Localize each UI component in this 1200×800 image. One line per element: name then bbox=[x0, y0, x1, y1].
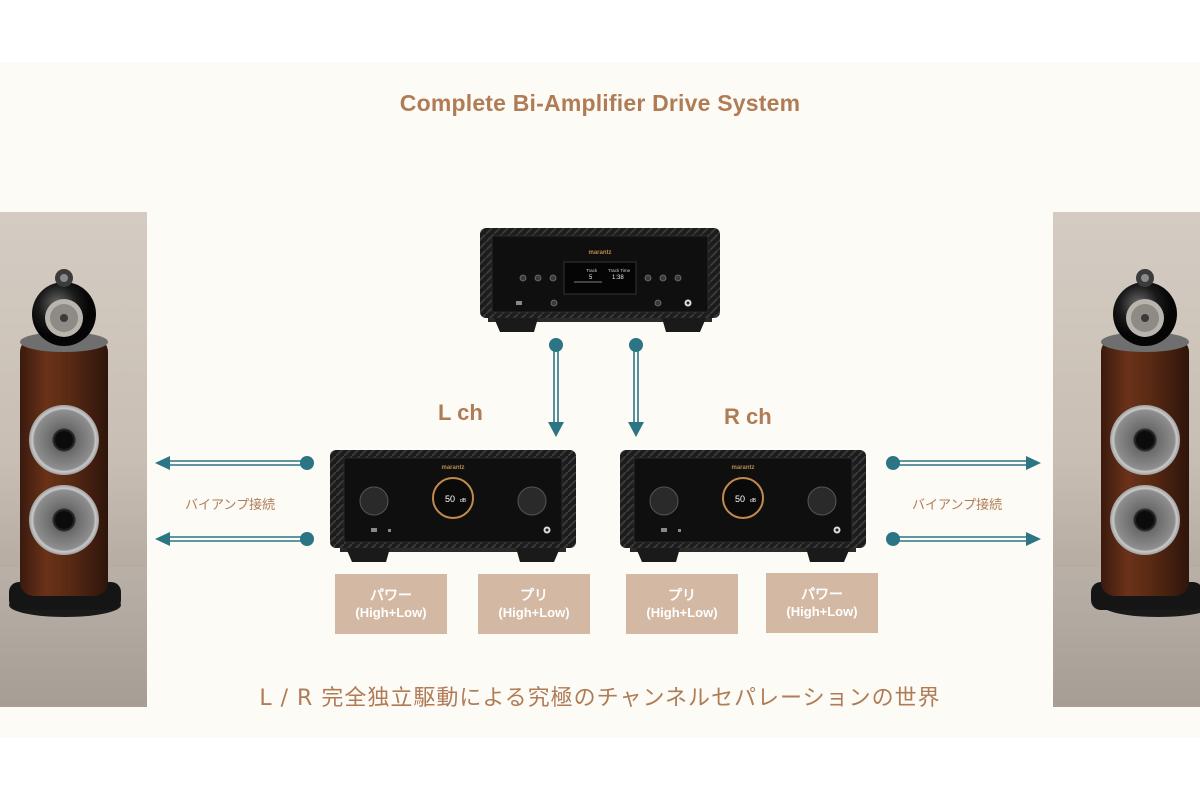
speaker-icon bbox=[1091, 269, 1200, 617]
mode-box-right-power: パワー (High+Low) bbox=[766, 573, 878, 633]
brand-logo: marantz bbox=[588, 250, 611, 256]
diagram-caption: L / R 完全独立駆動による究極のチャンネルセパレーションの世界 bbox=[259, 686, 941, 711]
volume-unit: dB bbox=[750, 498, 757, 504]
volume-unit: dB bbox=[460, 498, 467, 504]
speaker-icon bbox=[9, 269, 121, 617]
left-speaker-image bbox=[0, 212, 147, 707]
mode-box-title: プリ bbox=[668, 587, 696, 603]
right-channel-label: R ch bbox=[724, 404, 772, 429]
mode-box-subtitle: (High+Low) bbox=[498, 605, 570, 620]
mode-box-left-power: パワー (High+Low) bbox=[335, 574, 447, 634]
left-amplifier: marantz 50 dB bbox=[328, 448, 578, 566]
brand-logo: marantz bbox=[731, 465, 754, 471]
mode-box-subtitle: (High+Low) bbox=[355, 605, 427, 620]
display-time-value: 1:38 bbox=[612, 275, 624, 281]
right-speaker-image bbox=[1053, 212, 1200, 707]
volume-value: 50 bbox=[445, 494, 455, 504]
mode-box-title: パワー bbox=[801, 586, 843, 602]
diagram-title: Complete Bi-Amplifier Drive System bbox=[399, 90, 801, 116]
left-channel-label: L ch bbox=[438, 400, 483, 425]
right-biamp-label: バイアンプ接続 bbox=[912, 498, 1003, 513]
display-track-value: 5 bbox=[589, 275, 593, 281]
mode-box-title: プリ bbox=[520, 587, 548, 603]
right-amplifier: marantz 50 dB bbox=[618, 448, 868, 566]
brand-logo: marantz bbox=[441, 465, 464, 471]
mode-box-right-pre: プリ (High+Low) bbox=[626, 574, 738, 634]
left-biamp-label: バイアンプ接続 bbox=[185, 498, 276, 513]
source-player: marantz Track 5 Track Time 1:38 bbox=[478, 226, 722, 336]
mode-box-subtitle: (High+Low) bbox=[786, 604, 858, 619]
diagram-background bbox=[0, 62, 1200, 738]
display-track-label: Track bbox=[586, 268, 598, 273]
mode-box-subtitle: (High+Low) bbox=[646, 605, 718, 620]
display-time-label: Track Time bbox=[608, 268, 631, 273]
mode-box-title: パワー bbox=[370, 587, 412, 603]
volume-value: 50 bbox=[735, 494, 745, 504]
mode-box-left-pre: プリ (High+Low) bbox=[478, 574, 590, 634]
